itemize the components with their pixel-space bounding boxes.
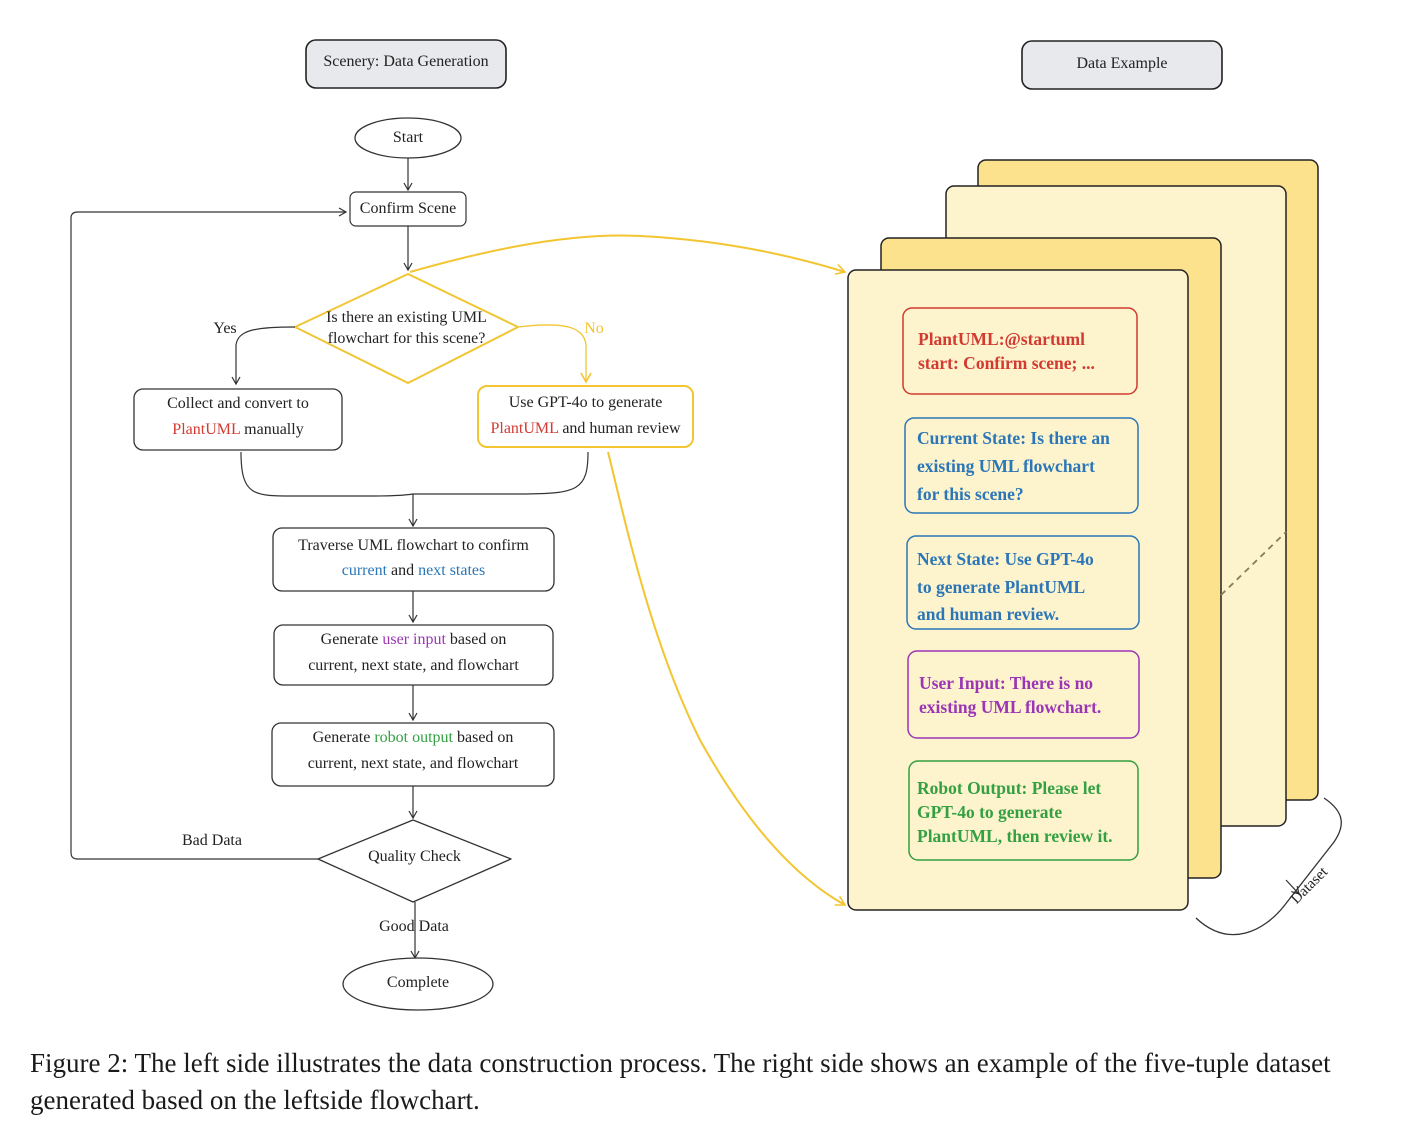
user-input-highlight: user input — [382, 631, 446, 648]
gpt-plantuml-highlight: PlantUML — [490, 420, 559, 437]
robot-output-card-line-1: Robot Output: Please let — [917, 778, 1102, 798]
plantuml-line-1: PlantUML:@startuml — [918, 329, 1085, 349]
robot-output-line-2: current, next state, and flowchart — [307, 755, 519, 772]
user-input-pre: Generate — [320, 631, 383, 648]
next-state-line-2: to generate PlantUML — [917, 577, 1086, 597]
gpt-generate-box — [477, 385, 694, 448]
plantuml-line-2: start: Confirm scene; ... — [918, 353, 1095, 373]
quality-check-label: Quality Check — [368, 848, 461, 865]
figure-caption: Figure 2: The left side illustrates the … — [30, 1048, 1331, 1115]
traverse-line-1: Traverse UML flowchart to confirm — [298, 537, 529, 554]
start-label: Start — [392, 129, 424, 146]
decision-diamond — [294, 273, 519, 384]
good-data-label: Good Data — [379, 918, 449, 935]
robot-output-post: based on — [452, 729, 514, 746]
robot-output-highlight: robot output — [374, 729, 453, 746]
header-left-box — [305, 39, 507, 89]
robot-output-line-1: Generate robot output based on — [272, 725, 554, 751]
traverse-line-2: current and next states — [273, 558, 554, 584]
robot-output-card-line-3: PlantUML, then review it. — [917, 826, 1113, 846]
confirm-scene-label: Confirm Scene — [359, 200, 457, 217]
quality-check-diamond — [317, 819, 512, 903]
current-state-box — [904, 417, 1139, 514]
no-label: No — [584, 320, 604, 337]
gpt-tail: and human review — [558, 420, 681, 437]
user-input-post: based on — [445, 631, 507, 648]
user-input-card-line-1: User Input: There is no — [919, 673, 1094, 693]
decision-line-2: flowchart for this scene? — [327, 330, 486, 347]
robot-output-pre: Generate — [312, 729, 375, 746]
header-right-title: Data Example — [1076, 55, 1168, 72]
robot-output-box — [908, 760, 1139, 861]
plantuml-box — [902, 307, 1138, 395]
collect-line-2: PlantUML manually — [134, 417, 342, 443]
user-input-box — [907, 650, 1140, 739]
robot-output-card-line-2: GPT-4o to generate — [917, 802, 1063, 822]
user-input-line-2: current, next state, and flowchart — [308, 657, 519, 674]
complete-node — [342, 957, 494, 1011]
collect-tail: manually — [240, 421, 304, 438]
collect-plantuml-highlight: PlantUML — [172, 421, 241, 438]
bad-data-label: Bad Data — [182, 832, 242, 849]
arrow-to-data-example — [409, 234, 847, 275]
header-right-box — [1021, 40, 1223, 90]
next-state-line-3: and human review. — [917, 604, 1060, 624]
decision-line-1: Is there an existing UML — [326, 309, 487, 326]
current-state-line-3: for this scene? — [917, 484, 1024, 504]
user-input-card-line-2: existing UML flowchart. — [919, 697, 1102, 717]
gpt-line-1: Use GPT-4o to generate — [508, 394, 663, 411]
traverse-next-highlight: next states — [418, 562, 486, 579]
gpt-line-2: PlantUML and human review — [474, 416, 697, 442]
collect-line-1: Collect and convert to — [167, 395, 309, 412]
current-state-line-2: existing UML flowchart — [917, 456, 1095, 476]
user-input-line-1: Generate user input based on — [274, 627, 553, 653]
dataset-brace — [1195, 797, 1342, 936]
current-state-line-1: Current State: Is there an — [917, 428, 1110, 448]
traverse-and: and — [387, 562, 419, 579]
arrow-gpt-to-data-example — [607, 451, 847, 906]
next-state-box — [906, 535, 1140, 630]
collect-convert-box — [133, 388, 343, 451]
next-state-line-1: Next State: Use GPT-4o — [917, 549, 1094, 569]
yes-label: Yes — [213, 320, 237, 337]
complete-label: Complete — [386, 974, 450, 991]
traverse-current-highlight: current — [341, 562, 388, 579]
header-left-title: Scenery: Data Generation — [323, 53, 489, 70]
